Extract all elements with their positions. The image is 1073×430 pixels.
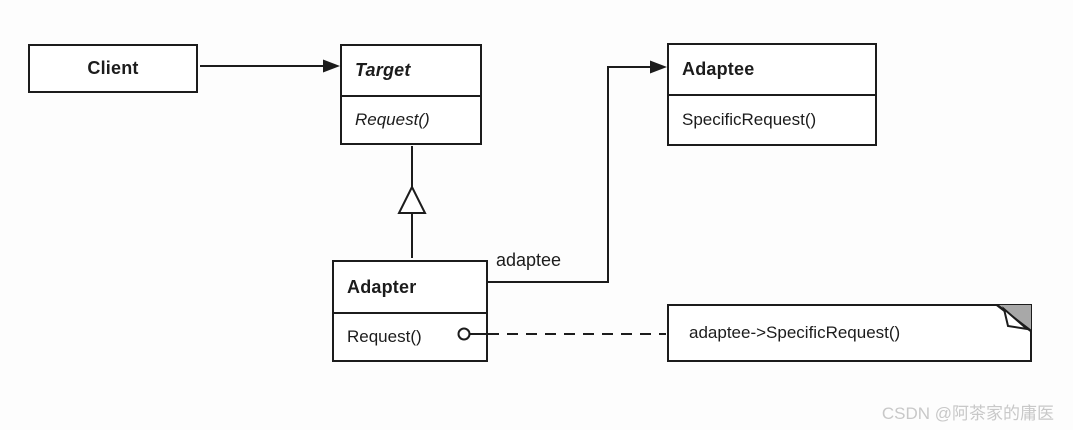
- class-box-adapter: Adapter Request(): [332, 260, 488, 362]
- note-box: adaptee->SpecificRequest(): [667, 304, 1032, 362]
- class-box-adaptee: Adaptee SpecificRequest(): [667, 43, 877, 146]
- class-name-client: Client: [87, 58, 139, 78]
- adapter-adaptee-arrowhead-icon: [650, 60, 667, 74]
- class-method-adapter-request: Request(): [347, 327, 422, 346]
- class-box-client: Client: [28, 44, 198, 93]
- class-name-adapter: Adapter: [334, 262, 486, 314]
- client-target-arrowhead-icon: [323, 59, 340, 73]
- watermark-text: CSDN @阿茶家的庸医: [881, 404, 1054, 423]
- class-method-adaptee-specificrequest: SpecificRequest(): [682, 110, 817, 129]
- class-name-target: Target: [342, 46, 480, 97]
- class-box-target: Target Request(): [340, 44, 482, 145]
- class-method-target-request: Request(): [355, 110, 430, 129]
- class-name-adaptee: Adaptee: [669, 45, 875, 96]
- association-label-adaptee: adaptee: [496, 250, 562, 270]
- generalization-triangle-icon: [397, 184, 427, 214]
- note-text: adaptee->SpecificRequest(): [689, 323, 901, 342]
